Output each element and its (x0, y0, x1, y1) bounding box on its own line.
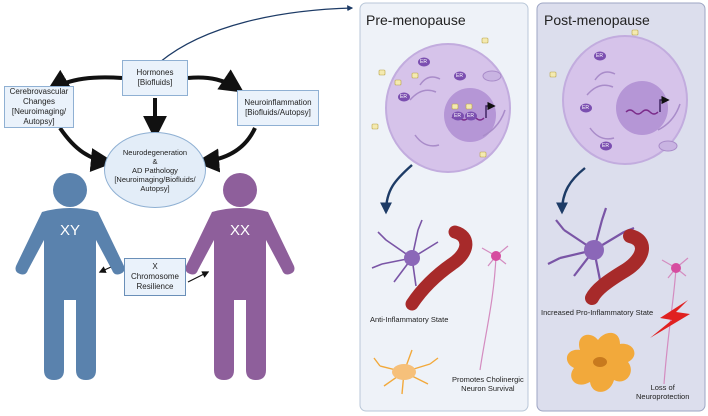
x-chromosome-resilience-box: X Chromosome Resilience (124, 258, 186, 296)
arrow-neuroinflammation-to-neurodegeneration (195, 127, 257, 173)
post-neuron-icon (661, 257, 689, 385)
post-cell (562, 35, 688, 165)
post-astrocyte-body (584, 240, 604, 260)
post-microglia-nucleus (593, 357, 607, 367)
post-neuron-body (671, 263, 681, 273)
pre-blood-vessel-icon (405, 225, 473, 311)
pre-cell (385, 43, 511, 173)
cerebrovascular-box: Cerebrovascular Changes [Neuroimaging/ A… (4, 86, 74, 128)
hormones-box: Hormones [Biofluids] (122, 60, 188, 96)
female-figure-icon (185, 173, 295, 380)
post-astrocyte-icon (547, 207, 635, 281)
arrow-cerebrovascular-to-neurodegeneration (58, 126, 115, 173)
neurodegeneration-ellipse: Neurodegeneration & AD Pathology [Neuroi… (104, 132, 206, 208)
hormones-to-panel-arrow (159, 5, 354, 63)
post-er-label-2: ER (582, 105, 589, 111)
pro-inflammatory-label: Increased Pro-Inflammatory State (541, 308, 654, 317)
post-dna-strand (625, 109, 659, 115)
pre-microglia-body (392, 364, 416, 380)
pre-astrocyte-icon (371, 219, 439, 287)
post-menopause-title: Post-menopause (544, 12, 650, 28)
arrow-hormones-to-neuroinflammation (187, 69, 244, 93)
post-curved-arrow (556, 167, 586, 215)
pre-astrocyte-body (404, 250, 420, 266)
post-er-receptors (580, 51, 612, 151)
cholinergic-label: Promotes Cholinergic Neuron Survival (452, 375, 524, 393)
post-er-label-3: ER (602, 143, 609, 149)
pre-neuron-icon (479, 245, 509, 371)
pre-curved-arrow (380, 164, 413, 215)
loss-neuroprotection-label: Loss of Neuroprotection (636, 383, 690, 401)
male-figure-icon (15, 173, 125, 380)
pre-neuron-body (491, 251, 501, 261)
pre-menopause-title: Pre-menopause (366, 12, 466, 28)
lightning-icon (650, 300, 690, 338)
pre-transcription-arrow (485, 101, 496, 118)
xx-label: XX (230, 222, 251, 239)
pre-estrogen-molecules (371, 37, 489, 158)
pre-er-label-2: ER (456, 73, 463, 79)
neuroinflammation-box: Neuroinflammation [Biofluids/Autopsy] (237, 90, 319, 126)
pre-er-label-5: ER (467, 113, 474, 119)
pre-er-label-3: ER (400, 94, 407, 100)
post-estrogen-molecules (549, 29, 639, 78)
post-transcription-arrow (659, 95, 670, 112)
anti-inflammatory-label: Anti-Inflammatory State (370, 315, 449, 324)
pre-er-label-4: ER (454, 113, 461, 119)
pre-er-receptors (398, 57, 477, 121)
pre-er-label-1: ER (420, 59, 427, 65)
post-blood-vessel-icon (585, 229, 649, 305)
post-er-label-1: ER (596, 53, 603, 59)
xy-label: XY (60, 222, 81, 239)
pre-microglia-icon (373, 349, 439, 395)
arrow-resilience-to-xx (187, 271, 210, 283)
